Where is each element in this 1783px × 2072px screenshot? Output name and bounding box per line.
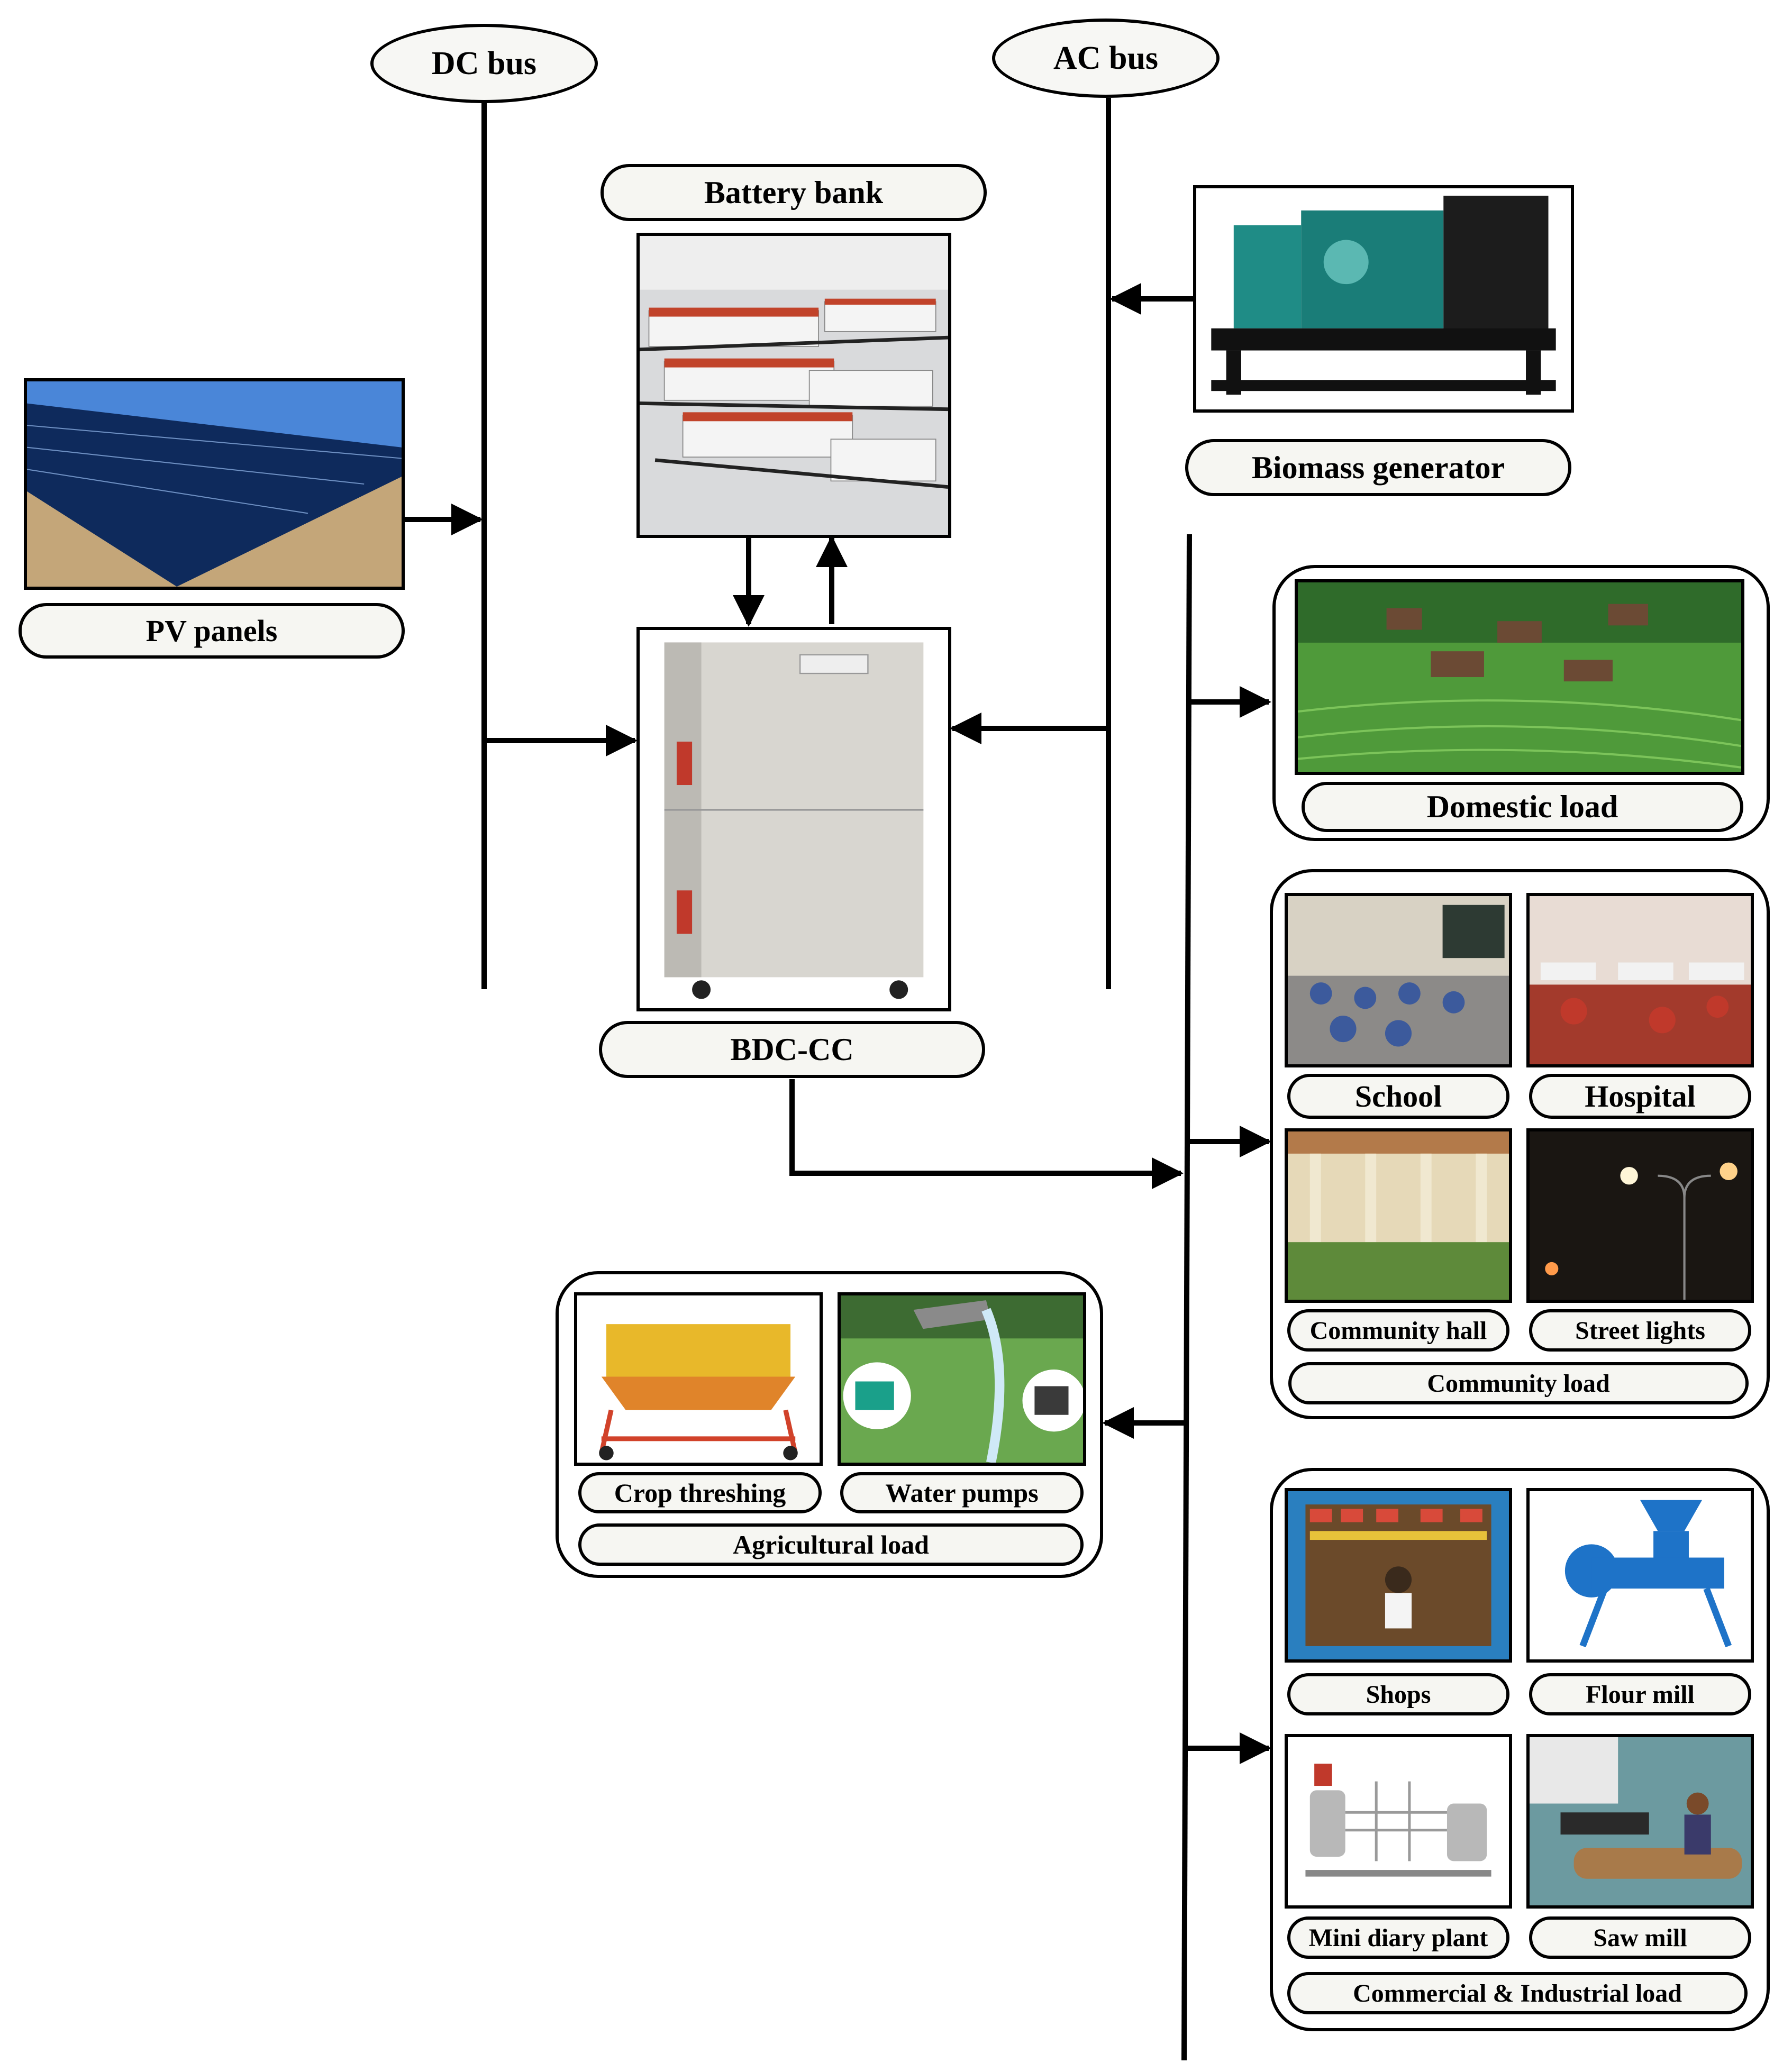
battery-bank-label: Battery bank bbox=[601, 164, 987, 221]
biomass-generator-label: Biomass generator bbox=[1185, 439, 1571, 496]
bdc-cc-label: BDC-CC bbox=[599, 1021, 985, 1078]
load-bus-line bbox=[1181, 534, 1192, 2061]
battery-bank-image bbox=[636, 233, 951, 538]
crop-threshing-image bbox=[574, 1292, 823, 1466]
community-hall-label: Community hall bbox=[1287, 1309, 1509, 1352]
hospital-image bbox=[1526, 893, 1754, 1067]
street-lights-image bbox=[1526, 1128, 1754, 1303]
water-pumps-label: Water pumps bbox=[840, 1472, 1084, 1513]
domestic-load-label: Domestic load bbox=[1302, 782, 1743, 832]
ac-bus-label: AC bus bbox=[992, 19, 1220, 98]
commercial-industrial-load-label: Commercial & Industrial load bbox=[1287, 1972, 1748, 2014]
saw-mill-label: Saw mill bbox=[1529, 1916, 1751, 1959]
crop-threshing-label: Crop threshing bbox=[578, 1472, 822, 1513]
pv-panels-image bbox=[24, 378, 405, 590]
bdc-cc-image bbox=[636, 627, 951, 1011]
agricultural-load-label: Agricultural load bbox=[578, 1523, 1084, 1566]
domestic-village-image bbox=[1295, 579, 1744, 775]
bdc-to-loadbus-arrow bbox=[789, 1079, 1184, 1189]
school-image bbox=[1285, 893, 1512, 1067]
pv-panels-label: PV panels bbox=[19, 603, 405, 659]
community-load-label: Community load bbox=[1288, 1362, 1749, 1404]
saw-mill-image bbox=[1526, 1734, 1754, 1909]
biomass-generator-image bbox=[1193, 185, 1574, 413]
flour-mill-label: Flour mill bbox=[1529, 1673, 1751, 1715]
shops-image bbox=[1285, 1488, 1512, 1663]
dc-bus-label: DC bus bbox=[370, 24, 598, 103]
street-lights-label: Street lights bbox=[1529, 1309, 1751, 1352]
water-pumps-image bbox=[838, 1292, 1086, 1466]
community-hall-image bbox=[1285, 1128, 1512, 1303]
hospital-label: Hospital bbox=[1529, 1074, 1751, 1119]
mini-diary-plant-label: Mini diary plant bbox=[1287, 1916, 1509, 1959]
flour-mill-image bbox=[1526, 1488, 1754, 1663]
mini-diary-plant-image bbox=[1285, 1734, 1512, 1909]
shops-label: Shops bbox=[1287, 1673, 1509, 1715]
school-label: School bbox=[1287, 1074, 1509, 1119]
